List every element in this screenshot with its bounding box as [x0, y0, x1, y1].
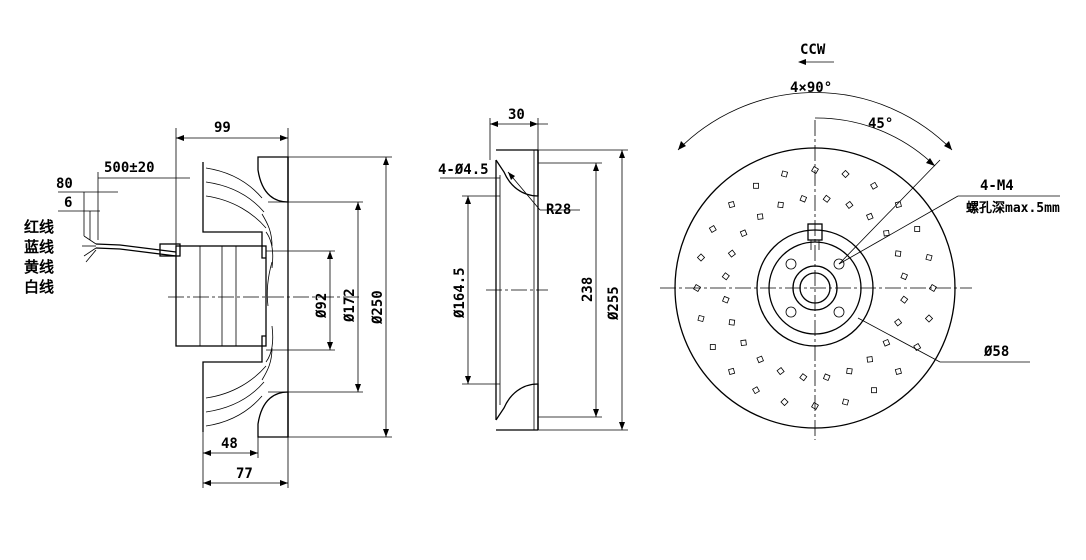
blade-slot [740, 339, 747, 347]
dim-238: 238 [580, 277, 596, 302]
blade-slot [845, 200, 854, 209]
blade-slot [811, 402, 819, 410]
blade-slot [753, 182, 759, 189]
blade-slot [780, 170, 789, 178]
holes-4-d4.5: 4-Ø4.5 [438, 162, 489, 178]
dim-48: 48 [221, 436, 238, 452]
angle-45: 45° [868, 116, 893, 132]
dim-d164.5: Ø164.5 [452, 267, 468, 319]
dim-d250: Ø250 [370, 290, 386, 325]
blade-slot [756, 213, 764, 220]
blade-slot [776, 367, 785, 376]
cable [95, 243, 177, 253]
dim-d255: Ø255 [606, 286, 622, 321]
dim-77: 77 [236, 466, 253, 482]
blade-slot [894, 250, 902, 257]
wire-blue: 蓝线 [24, 238, 54, 256]
blade-slot [708, 225, 717, 233]
blade-slot [780, 397, 789, 407]
dim-30: 30 [508, 107, 525, 123]
blade-slot [894, 367, 902, 375]
wire-red: 红线 [24, 218, 54, 236]
motor-body [175, 245, 267, 347]
blade-slot [871, 387, 877, 394]
dim-99: 99 [214, 120, 231, 136]
blade-slot [728, 367, 736, 375]
side-view: 99 500±20 80 6 红线 蓝线 黄线 白线 Ø92 Ø172 [24, 120, 392, 488]
dim-d58: Ø58 [983, 344, 1009, 360]
blade-slot [739, 229, 748, 237]
blade-slot [756, 355, 764, 364]
dim-d92: Ø92 [314, 293, 330, 319]
impeller-lower [202, 335, 266, 432]
front-view: CCW 4×90° 45° 4-M4 螺孔深max.5mm Ø58 [660, 42, 1060, 440]
dim-cable-length: 500±20 [104, 160, 155, 176]
blade-slot [722, 295, 730, 304]
blade-slot [811, 166, 819, 174]
dim-strip-6: 6 [64, 195, 72, 211]
dim-d172: Ø172 [342, 288, 358, 323]
blade-slot [925, 253, 933, 262]
inlet-profile-upper [495, 150, 539, 197]
blade-slot [697, 314, 705, 323]
blade-slot [929, 284, 937, 292]
blade-slot [693, 284, 701, 292]
blade-slot [900, 295, 909, 304]
dim-strip-80: 80 [56, 176, 73, 192]
blade-slot [721, 272, 730, 281]
blade-slot [883, 229, 890, 237]
blade-slot [728, 201, 736, 209]
blade-slot [709, 344, 716, 350]
blade-slot [841, 169, 850, 179]
blade-slot [841, 398, 850, 406]
blade-slot [924, 314, 934, 323]
wire-yellow: 黄线 [24, 258, 54, 276]
pattern-arc [677, 92, 953, 151]
blade-slot [866, 212, 874, 221]
blade-slot [866, 356, 874, 363]
angle-arc [814, 117, 936, 167]
blade-slot [777, 201, 784, 209]
blade-slot [870, 181, 878, 190]
blade-slot [799, 195, 808, 203]
blade-slot [696, 253, 706, 262]
blade-slot [799, 373, 808, 382]
blade-slot [914, 226, 921, 232]
thread-depth: 螺孔深max.5mm [966, 200, 1060, 216]
blade-slot [822, 194, 831, 203]
blade-slot [728, 319, 736, 326]
wire-white: 白线 [24, 278, 54, 296]
rotation-ccw: CCW [800, 42, 826, 58]
threads-4-m4: 4-M4 [980, 178, 1014, 194]
blade-slot [822, 373, 831, 381]
blade-slot [900, 272, 908, 281]
radius-r28: R28 [546, 202, 571, 218]
blade-lower-tip [257, 391, 289, 438]
blade-slot [882, 339, 891, 347]
inlet-profile-lower [495, 383, 539, 430]
blade-slot [752, 386, 760, 395]
pattern-4x90: 4×90° [790, 80, 832, 96]
blade-slot [846, 367, 853, 375]
section-view: 30 4-Ø4.5 R28 Ø164.5 238 Ø255 [438, 107, 628, 431]
blade-slot [894, 318, 903, 327]
blade-slot [727, 249, 736, 258]
impeller-upper [202, 162, 266, 259]
blade-upper-tip [257, 156, 289, 203]
